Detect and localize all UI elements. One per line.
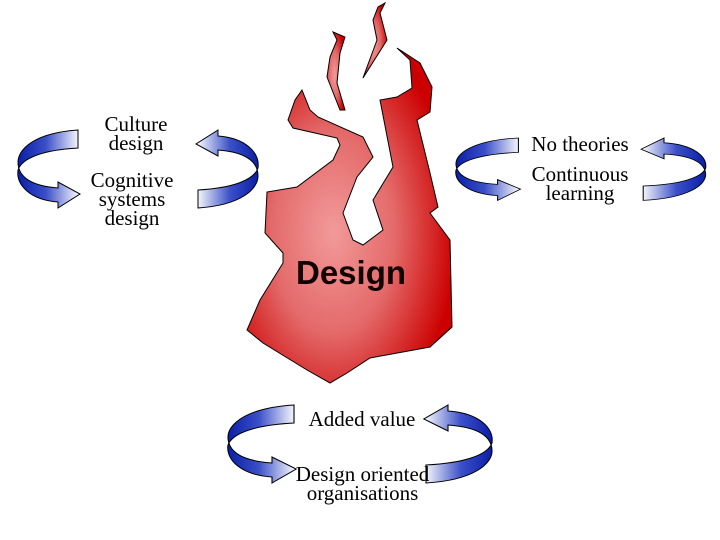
label-line: systems — [98, 187, 166, 211]
label-line: design — [104, 206, 160, 230]
label-cognitive-systems-design: Cognitive systems design — [72, 168, 192, 230]
flame-tongue-left — [326, 31, 346, 111]
label-line: organisations — [306, 481, 419, 505]
label-line: Design oriented — [295, 462, 430, 486]
label-added-value: Added value — [292, 407, 432, 431]
label-line: Cognitive — [90, 168, 174, 192]
label-line: learning — [545, 181, 615, 205]
label-no-theories: No theories — [515, 132, 645, 156]
label-line: Culture — [104, 112, 168, 136]
label-design-oriented-organisations: Design oriented organisations — [280, 462, 445, 505]
label-line: No theories — [531, 132, 629, 156]
label-line: design — [108, 131, 164, 155]
label-continuous-learning: Continuous learning — [515, 162, 645, 205]
label-line: Continuous — [531, 162, 629, 186]
flame-body — [246, 47, 453, 384]
label-line: Added value — [308, 407, 416, 431]
flame-tongue-tall — [362, 1, 388, 79]
label-culture-design: Culture design — [86, 112, 186, 155]
center-title: Design — [296, 254, 407, 291]
